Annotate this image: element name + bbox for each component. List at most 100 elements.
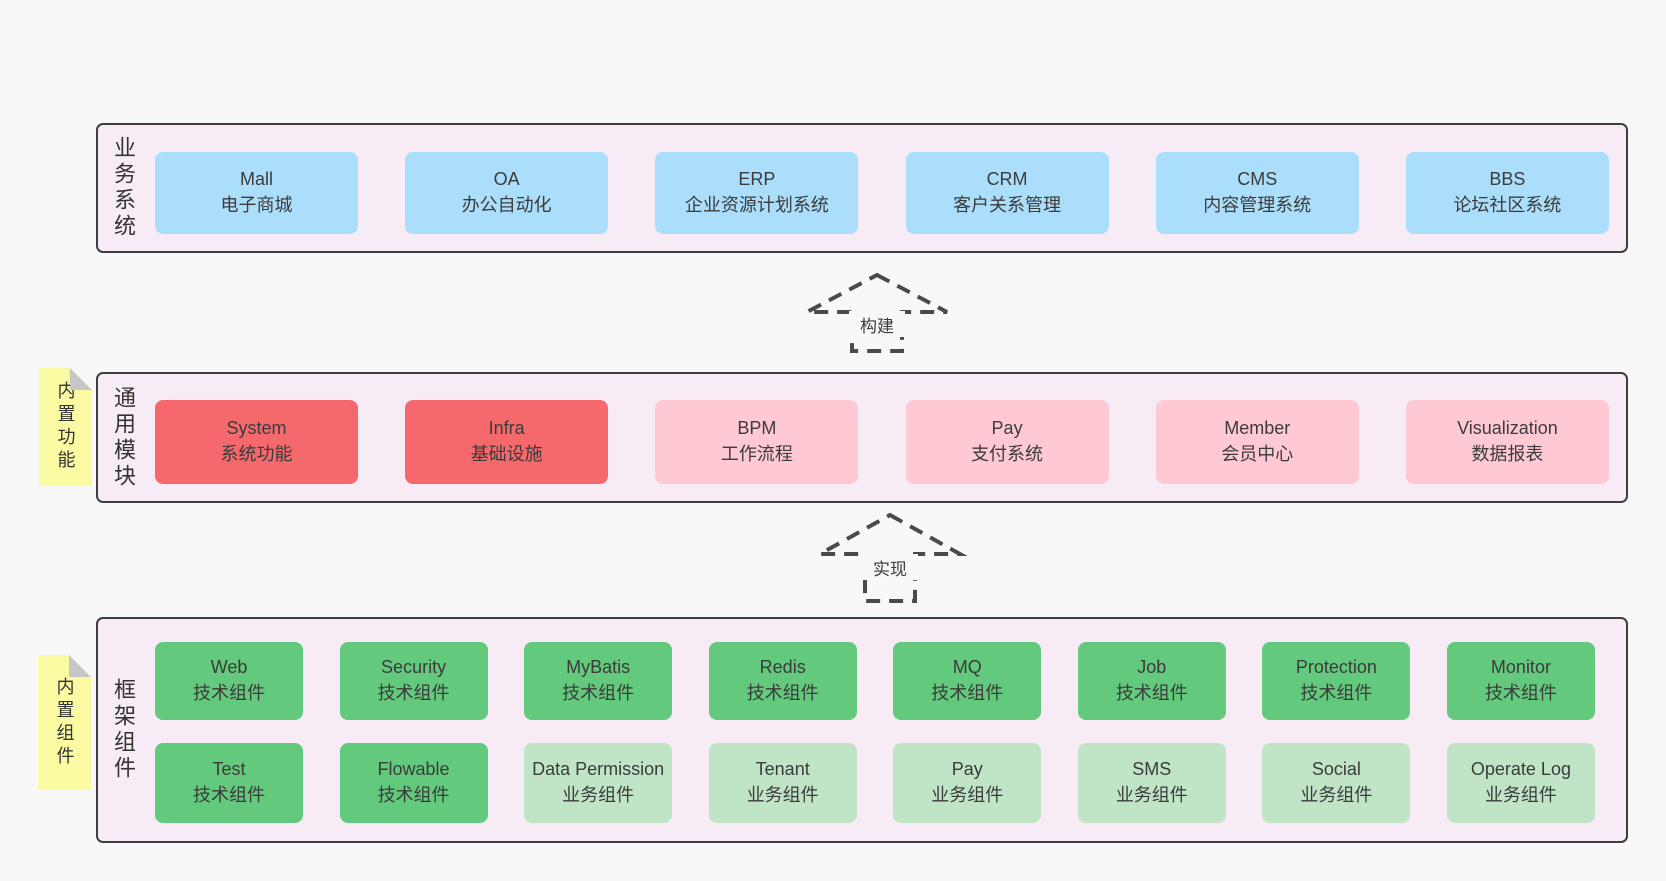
box-subtitle: 工作流程	[720, 444, 793, 464]
box-data-permission: Data Permission 业务组件	[524, 743, 673, 823]
box-erp: ERP 企业资源计划系统	[655, 152, 859, 234]
box-visualization: Visualization 数据报表	[1405, 400, 1609, 484]
box-title: BPM	[737, 418, 777, 439]
box-subtitle: 技术组件	[562, 683, 635, 703]
box-subtitle: 技术组件	[377, 683, 450, 703]
box-title: ERP	[738, 169, 776, 190]
box-subtitle: 支付系统	[971, 444, 1044, 464]
modules-box-row: System 系统功能 Infra 基础设施 BPM 工作流程 Pay 支付系统…	[155, 400, 1609, 484]
box-infra: Infra 基础设施	[405, 400, 609, 484]
business-systems-label: 业务系统	[111, 136, 136, 240]
box-subtitle: 业务组件	[1484, 785, 1557, 805]
box-title: MQ	[952, 657, 982, 678]
box-title: Flowable	[377, 759, 450, 780]
box-bbs: BBS 论坛社区系统	[1405, 152, 1609, 234]
box-mybatis: MyBatis 技术组件	[524, 642, 673, 720]
box-subtitle: 内容管理系统	[1203, 195, 1312, 215]
box-subtitle: 技术组件	[1300, 683, 1373, 703]
box-pay-system: Pay 支付系统	[905, 400, 1109, 484]
box-title: Security	[381, 657, 447, 678]
box-title: CRM	[986, 169, 1028, 190]
framework-box-row-1: Web 技术组件 Security 技术组件 MyBatis 技术组件 Redi…	[155, 642, 1595, 720]
box-subtitle: 数据报表	[1471, 444, 1544, 464]
box-cms: CMS 内容管理系统	[1155, 152, 1359, 234]
box-subtitle: 会员中心	[1221, 444, 1294, 464]
build-up-arrow-icon	[806, 272, 948, 353]
box-title: Mall	[239, 169, 273, 190]
box-subtitle: 论坛社区系统	[1453, 195, 1562, 215]
framework-box-row-2: Test 技术组件 Flowable 技术组件 Data Permission …	[155, 743, 1595, 823]
box-title: Test	[212, 759, 246, 780]
implement-arrow-label: 实现	[862, 554, 918, 580]
box-title: Data Permission	[532, 759, 665, 780]
build-arrow-label: 构建	[849, 311, 905, 337]
box-title: OA	[493, 169, 520, 190]
box-mq: MQ 技术组件	[893, 642, 1042, 720]
box-social: Social 业务组件	[1262, 743, 1411, 823]
box-title: Web	[210, 657, 248, 678]
box-subtitle: 技术组件	[746, 683, 819, 703]
box-title: Visualization	[1457, 418, 1558, 439]
box-monitor: Monitor 技术组件	[1446, 642, 1595, 720]
box-title: CMS	[1237, 169, 1278, 190]
box-subtitle: 技术组件	[193, 785, 265, 805]
box-title: Tenant	[755, 759, 810, 780]
implement-up-arrow-icon	[812, 512, 968, 603]
box-title: Protection	[1295, 657, 1377, 678]
box-title: System	[226, 418, 287, 439]
box-system: System 系统功能	[155, 400, 358, 484]
box-title: Pay	[951, 759, 983, 780]
box-web: Web 技术组件	[155, 642, 303, 720]
box-oa: OA 办公自动化	[405, 152, 609, 234]
box-subtitle: 业务组件	[1115, 785, 1188, 805]
framework-components-panel: 框架组件 Web 技术组件 Security 技术组件 MyBatis 技术组件…	[96, 617, 1628, 843]
box-subtitle: 客户关系管理	[953, 195, 1062, 215]
box-subtitle: 电子商城	[220, 195, 293, 215]
box-title: Social	[1311, 759, 1361, 780]
common-modules-panel: 通用模块 System 系统功能 Infra 基础设施 BPM 工作流程 Pay…	[96, 372, 1628, 503]
box-title: Infra	[488, 418, 525, 439]
framework-components-label: 框架组件	[111, 678, 136, 782]
box-bpm: BPM 工作流程	[655, 400, 859, 484]
box-title: Redis	[759, 657, 806, 678]
box-title: Monitor	[1490, 657, 1551, 678]
box-subtitle: 技术组件	[193, 683, 265, 703]
box-mall: Mall 电子商城	[155, 152, 358, 234]
box-member: Member 会员中心	[1155, 400, 1359, 484]
box-subtitle: 办公自动化	[461, 195, 552, 215]
box-security: Security 技术组件	[339, 642, 488, 720]
box-title: BBS	[1489, 169, 1526, 190]
business-systems-panel: 业务系统 Mall 电子商城 OA 办公自动化 ERP 企业资源计划系统 CRM…	[96, 123, 1628, 253]
box-subtitle: 技术组件	[1484, 683, 1557, 703]
builtin-features-note: 内置功能	[39, 368, 92, 486]
box-title: Pay	[991, 418, 1023, 439]
box-subtitle: 业务组件	[562, 785, 635, 805]
box-title: Operate Log	[1470, 759, 1571, 780]
box-tenant: Tenant 业务组件	[708, 743, 857, 823]
box-subtitle: 业务组件	[746, 785, 819, 805]
builtin-components-note: 内置组件	[38, 655, 91, 790]
box-subtitle: 企业资源计划系统	[684, 195, 829, 215]
box-pay-component: Pay 业务组件	[893, 743, 1042, 823]
box-sms: SMS 业务组件	[1077, 743, 1226, 823]
box-title: Job	[1137, 657, 1167, 678]
box-test: Test 技术组件	[155, 743, 303, 823]
box-subtitle: 业务组件	[1300, 785, 1373, 805]
box-subtitle: 基础设施	[470, 444, 543, 464]
box-subtitle: 业务组件	[931, 785, 1004, 805]
box-title: Member	[1224, 418, 1291, 439]
box-subtitle: 技术组件	[931, 683, 1004, 703]
box-title: MyBatis	[566, 657, 631, 678]
common-modules-label: 通用模块	[111, 385, 136, 490]
box-operate-log: Operate Log 业务组件	[1446, 743, 1595, 823]
box-redis: Redis 技术组件	[708, 642, 857, 720]
box-protection: Protection 技术组件	[1262, 642, 1411, 720]
business-box-row: Mall 电子商城 OA 办公自动化 ERP 企业资源计划系统 CRM 客户关系…	[155, 152, 1609, 234]
box-job: Job 技术组件	[1077, 642, 1226, 720]
box-subtitle: 系统功能	[220, 444, 293, 464]
box-flowable: Flowable 技术组件	[339, 743, 488, 823]
box-subtitle: 技术组件	[377, 785, 450, 805]
box-subtitle: 技术组件	[1115, 683, 1188, 703]
box-crm: CRM 客户关系管理	[905, 152, 1109, 234]
